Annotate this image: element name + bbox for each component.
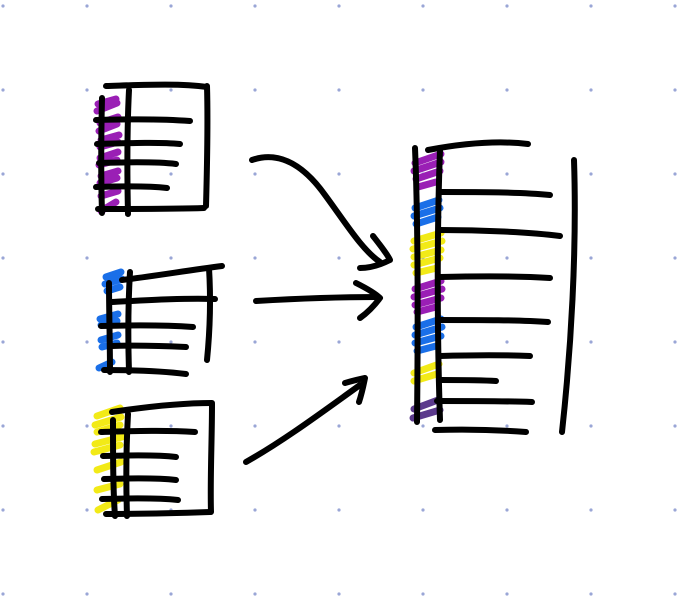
grid-dot: [169, 340, 173, 344]
grid-dot: [505, 88, 509, 92]
grid-dot: [589, 256, 593, 260]
table-lines: [98, 400, 215, 519]
grid-dot: [253, 4, 257, 8]
grid-dot: [673, 424, 677, 428]
grid-dot: [85, 88, 89, 92]
grid-dot: [253, 340, 257, 344]
table-lines: [98, 263, 225, 377]
grid-dot: [169, 88, 173, 92]
grid-dot: [421, 508, 425, 512]
source-table-yellow: [90, 400, 215, 519]
grid-dot: [589, 172, 593, 176]
grid-dot: [85, 508, 89, 512]
grid-dot: [673, 4, 677, 8]
grid-dot: [1, 4, 5, 8]
grid-dot: [85, 592, 89, 596]
grid-dot: [505, 508, 509, 512]
grid-dot: [1, 424, 5, 428]
grid-dot: [589, 508, 593, 512]
grid-dot: [505, 172, 509, 176]
grid-dot: [673, 340, 677, 344]
grid-dot: [505, 592, 509, 596]
grid-dot: [1, 508, 5, 512]
grid-dot: [337, 256, 341, 260]
grid-dot: [421, 4, 425, 8]
grid-dot: [169, 424, 173, 428]
grid-dot: [1, 88, 5, 92]
table-lines: [412, 139, 578, 435]
grid-dot: [589, 424, 593, 428]
grid-dot: [421, 592, 425, 596]
grid-dot: [85, 424, 89, 428]
grid-dot: [1, 172, 5, 176]
arrow-yellow-to-merged: [243, 375, 368, 465]
grid-dot: [253, 256, 257, 260]
grid-dot: [253, 592, 257, 596]
arrow-blue-to-merged: [253, 280, 383, 321]
grid-dot: [505, 4, 509, 8]
grid-dot: [589, 4, 593, 8]
source-table-blue: [95, 263, 225, 377]
yellow-markers: [90, 404, 126, 514]
grid-dot: [337, 592, 341, 596]
grid-dot: [169, 4, 173, 8]
arrow-purple-to-merged: [249, 154, 393, 271]
grid-dot: [505, 256, 509, 260]
grid-dot: [337, 424, 341, 428]
grid-dot: [421, 88, 425, 92]
grid-dot: [673, 592, 677, 596]
grid-dot: [421, 424, 425, 428]
grid-dot: [673, 172, 677, 176]
grid-dot: [673, 256, 677, 260]
grid-dot: [85, 256, 89, 260]
source-table-purple: [93, 81, 211, 217]
grid-dot: [1, 340, 5, 344]
grid-dot: [337, 508, 341, 512]
grid-dot: [673, 508, 677, 512]
grid-dot: [85, 4, 89, 8]
grid-dot: [1, 592, 5, 596]
grid-dot: [253, 508, 257, 512]
table-lines: [93, 81, 211, 217]
merged-table: [409, 139, 578, 435]
grid-dot: [253, 424, 257, 428]
grid-dot: [337, 4, 341, 8]
grid-dot: [589, 88, 593, 92]
grid-dot: [337, 172, 341, 176]
grid-dot: [169, 592, 173, 596]
grid-dot: [169, 256, 173, 260]
grid-dot: [85, 340, 89, 344]
grid-dot: [589, 592, 593, 596]
grid-dot: [505, 340, 509, 344]
grid-dot: [85, 172, 89, 176]
grid-dot: [253, 172, 257, 176]
grid-dot: [337, 88, 341, 92]
grid-dot: [337, 340, 341, 344]
grid-dot: [673, 88, 677, 92]
grid-dot: [1, 256, 5, 260]
grid-dot: [169, 172, 173, 176]
grid-dot: [505, 424, 509, 428]
grid-dot: [589, 340, 593, 344]
grid-dot: [253, 88, 257, 92]
